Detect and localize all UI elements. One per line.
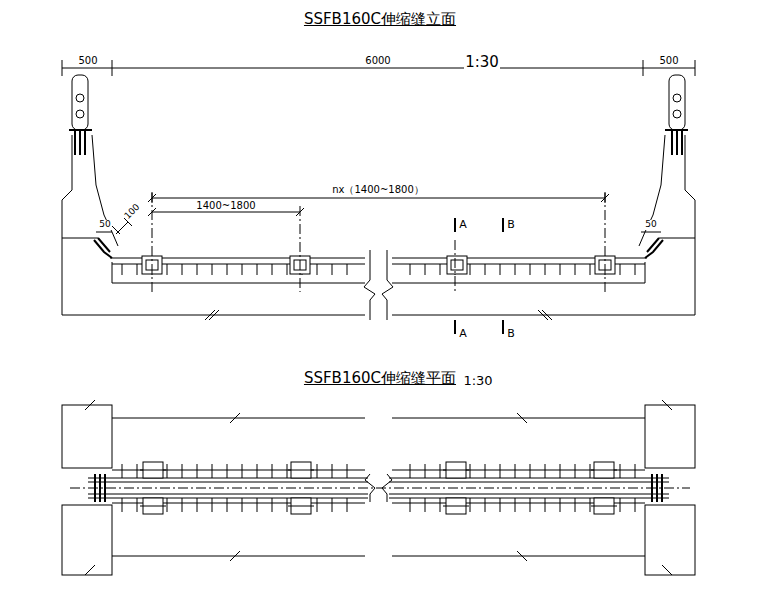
dimension: 500: [77, 55, 98, 66]
drawing-title: SSFB160C伸缩缝平面: [303, 370, 457, 387]
dimension: 1400~1800: [195, 200, 256, 211]
drawing-title: SSFB160C伸缩缝立面: [304, 10, 456, 28]
dimension: 100: [123, 202, 144, 223]
section-mark: A: [458, 219, 468, 231]
scale-note: 1:30: [462, 374, 493, 388]
dimension: 50: [98, 220, 111, 230]
section-mark: B: [506, 328, 516, 340]
dimension: 50: [644, 220, 657, 230]
section-mark: A: [458, 328, 468, 340]
scale-note: 1:30: [464, 54, 500, 71]
dimension: nx（1400~1800）: [331, 184, 425, 195]
dimension: 500: [658, 55, 679, 66]
section-mark: B: [506, 219, 516, 231]
dimension: 6000: [364, 55, 391, 66]
